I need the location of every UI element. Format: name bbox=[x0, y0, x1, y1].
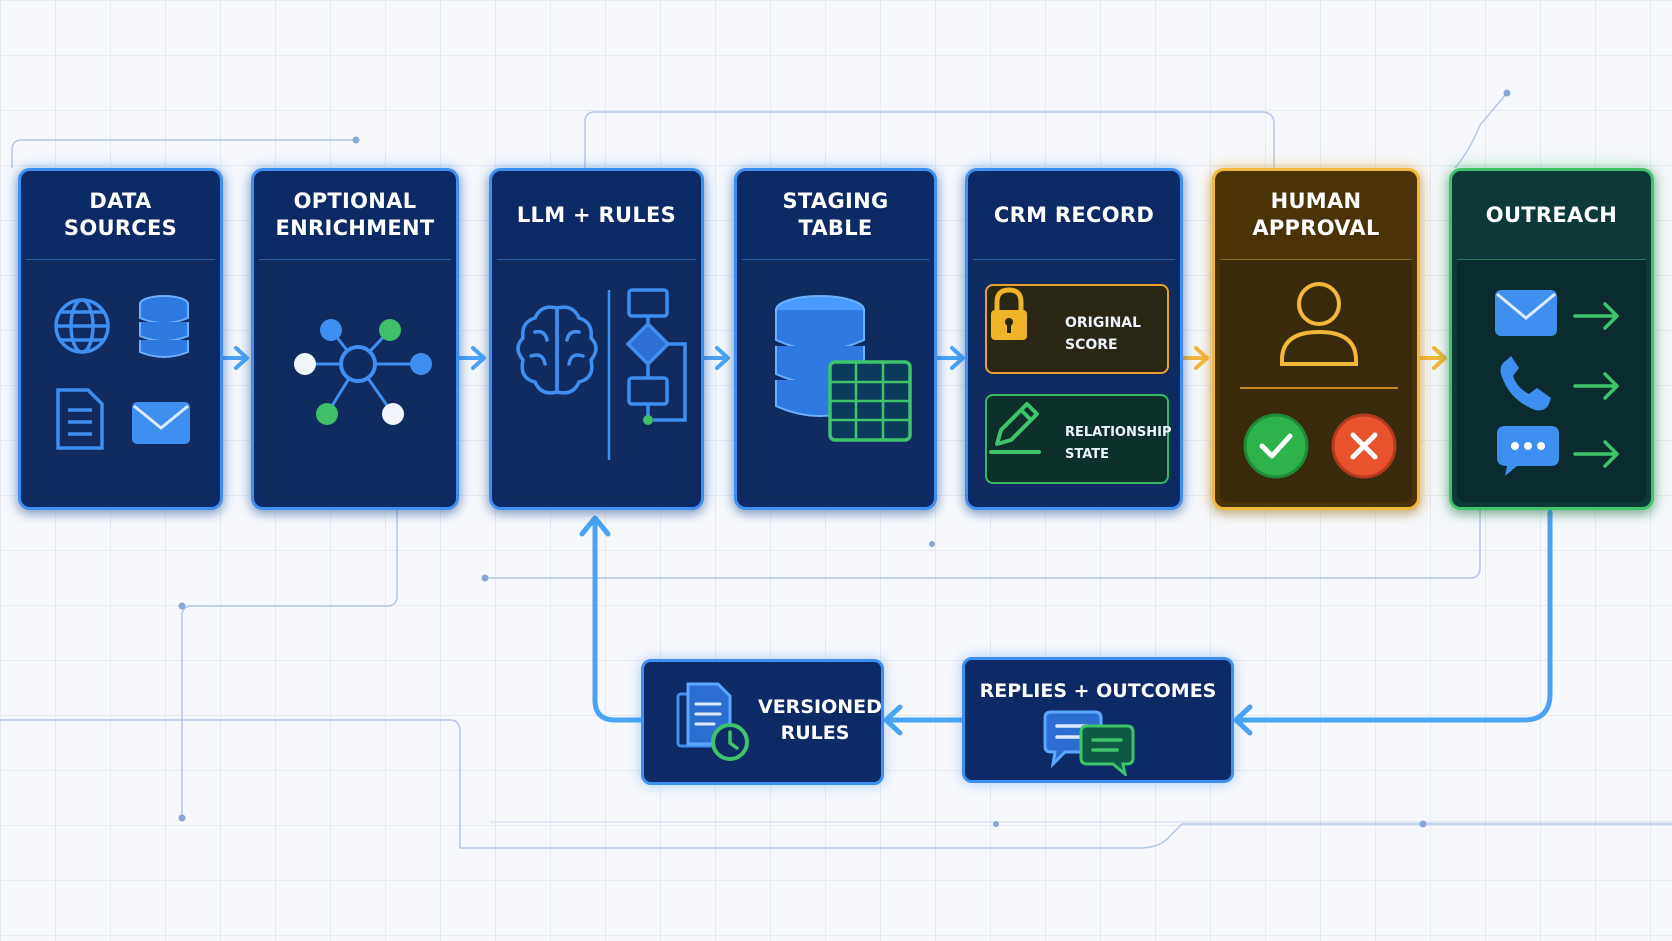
loop-replies-to-rules bbox=[883, 704, 965, 736]
stage-title: OPTIONAL ENRICHMENT bbox=[275, 189, 435, 240]
flowchart-icon bbox=[625, 288, 687, 422]
versioned-document-icon bbox=[676, 682, 749, 761]
globe-icon bbox=[54, 298, 110, 354]
feedback-replies-outcomes: REPLIES + OUTCOMES bbox=[962, 657, 1234, 783]
stage-title: LLM + RULES bbox=[516, 202, 677, 227]
stage-title: HUMAN APPROVAL bbox=[1252, 189, 1380, 240]
field-label: RELATIONSHIP STATE bbox=[1065, 425, 1172, 462]
pencil-icon bbox=[989, 402, 1041, 454]
field-relationship-state: RELATIONSHIP STATE bbox=[985, 394, 1172, 484]
brain-icon bbox=[516, 305, 598, 395]
check-icon[interactable] bbox=[1243, 413, 1309, 479]
feedback-versioned-rules: VERSIONED RULES bbox=[641, 659, 884, 785]
arrow-right-icon bbox=[1573, 302, 1619, 468]
table-grid-icon bbox=[828, 360, 912, 442]
stage-optional-enrichment: OPTIONAL ENRICHMENT bbox=[251, 168, 459, 510]
arrow-approval-to-outreach bbox=[1418, 346, 1447, 370]
clock-icon bbox=[711, 723, 749, 761]
arrow-llm-to-staging bbox=[701, 346, 730, 370]
chat-bubbles-icon bbox=[1043, 710, 1135, 776]
arrow-sources-to-enrichment bbox=[220, 346, 249, 370]
loop-outreach-to-replies bbox=[1233, 509, 1553, 736]
lock-icon bbox=[991, 287, 1027, 340]
stage-title: STAGING TABLE bbox=[782, 189, 889, 240]
arrow-staging-to-crm bbox=[935, 346, 965, 370]
loop-rules-to-llm bbox=[579, 515, 644, 723]
database-icon bbox=[139, 295, 189, 358]
feedback-title: VERSIONED RULES bbox=[758, 696, 882, 744]
stage-crm-record: CRM RECORD ORIGINAL SCORE RELATIONSHIP S… bbox=[965, 168, 1183, 510]
stage-title: CRM RECORD bbox=[993, 202, 1155, 227]
close-icon[interactable] bbox=[1331, 413, 1397, 479]
chat-icon bbox=[1497, 426, 1559, 476]
stage-title: OUTREACH bbox=[1485, 202, 1618, 227]
field-label: ORIGINAL SCORE bbox=[1065, 315, 1142, 353]
stage-llm-rules: LLM + RULES bbox=[489, 168, 704, 510]
stage-human-approval: HUMAN APPROVAL bbox=[1212, 168, 1420, 510]
arrow-crm-to-approval bbox=[1179, 346, 1209, 370]
arrow-enrichment-to-llm bbox=[456, 346, 486, 370]
stage-data-sources: DATA SOURCES bbox=[18, 168, 223, 510]
stage-staging-table: STAGING TABLE bbox=[734, 168, 937, 510]
email-icon bbox=[132, 402, 190, 444]
feedback-title: REPLIES + OUTCOMES bbox=[979, 680, 1217, 702]
network-graph-icon bbox=[294, 319, 432, 425]
document-icon bbox=[56, 388, 104, 450]
stage-outreach: OUTREACH bbox=[1449, 168, 1654, 510]
phone-icon bbox=[1500, 356, 1551, 411]
stage-title: DATA SOURCES bbox=[63, 189, 178, 240]
user-icon bbox=[1280, 282, 1358, 366]
email-icon bbox=[1495, 290, 1557, 336]
field-original-score: ORIGINAL SCORE bbox=[985, 284, 1169, 374]
